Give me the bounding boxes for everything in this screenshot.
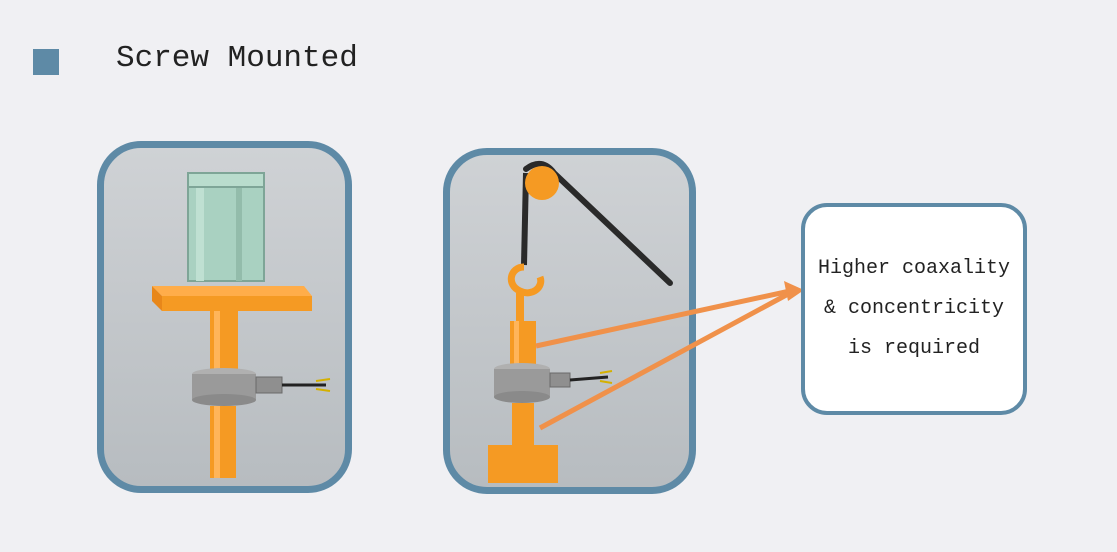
motor-assembly-drawing xyxy=(152,172,331,478)
rope-vertical xyxy=(521,172,529,266)
cable-gland xyxy=(549,372,571,388)
hook xyxy=(507,263,545,297)
callout-line-1: Higher coaxality xyxy=(817,257,1011,280)
lower-screw-rod xyxy=(210,406,236,478)
hook-pulley-illustration xyxy=(443,148,696,494)
plate-top xyxy=(152,286,312,296)
callout-line-2: & concentricity xyxy=(823,297,1005,320)
cable-gland xyxy=(255,376,283,394)
motor-shade xyxy=(236,173,242,281)
load-cell-bottom xyxy=(192,394,256,406)
mounting-plate xyxy=(162,296,312,311)
page-title: Screw Mounted xyxy=(116,41,358,76)
motor-top-cap xyxy=(187,172,265,188)
motor-highlight xyxy=(196,173,204,281)
screw-mounted-motor-illustration xyxy=(97,141,352,493)
rod-highlight xyxy=(214,311,220,371)
pulley-assembly-drawing xyxy=(488,160,673,483)
lower-rod-highlight xyxy=(214,406,220,478)
cylinder-highlight xyxy=(514,321,519,365)
hook-shank xyxy=(516,293,524,321)
title-bullet-square-icon xyxy=(33,49,59,75)
sensor-cable xyxy=(569,375,609,382)
load-cell-bottom xyxy=(494,391,550,403)
callout-line-3: is required xyxy=(847,337,981,360)
requirement-callout: Higher coaxality & concentricity is requ… xyxy=(801,203,1027,415)
lower-rod xyxy=(512,403,534,445)
cable-wires xyxy=(315,378,331,392)
pulley-wheel xyxy=(525,166,559,200)
plate-side xyxy=(152,286,162,311)
weight-block xyxy=(488,445,558,483)
upper-cylinder xyxy=(510,321,536,365)
